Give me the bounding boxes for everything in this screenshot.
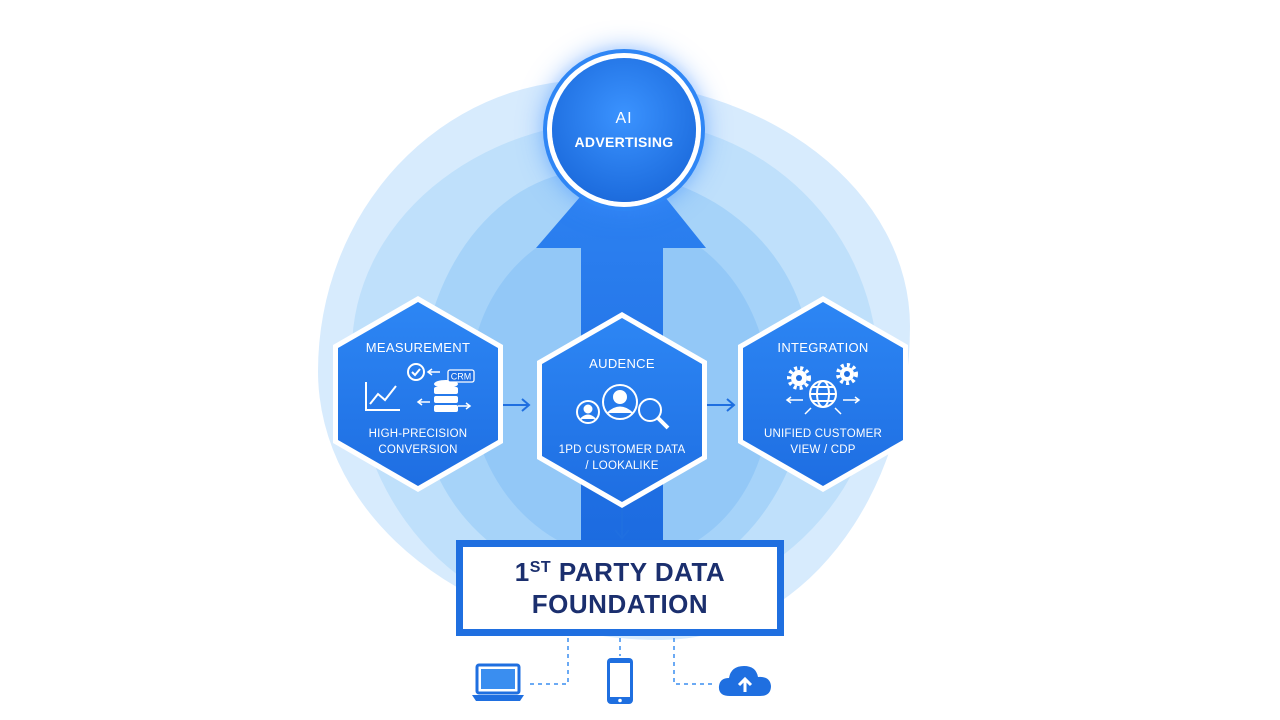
smartphone-icon xyxy=(607,658,633,704)
audience-description: 1PD CUSTOMER DATA / LOOKALIKE xyxy=(552,442,692,474)
foundation-title-line1: 1ST PARTY DATA xyxy=(515,556,725,588)
globe-icon xyxy=(809,380,837,408)
integration-title: INTEGRATION xyxy=(777,340,869,355)
users-search-icon xyxy=(576,384,670,430)
measurement-desc-line1: HIGH-PRECISION xyxy=(368,428,468,440)
foundation-box: 1ST PARTY DATA FOUNDATION xyxy=(456,540,784,636)
database-icon xyxy=(434,380,458,412)
measurement-icons: CRM xyxy=(365,363,475,412)
crm-label: CRM xyxy=(451,372,472,382)
audience-desc-line1: 1PD CUSTOMER DATA xyxy=(558,444,686,456)
cloud-upload-icon xyxy=(718,666,771,696)
crm-badge xyxy=(447,369,475,383)
integration-desc-line1: UNIFIED CUSTOMER xyxy=(764,428,882,440)
foundation-party-data: PARTY DATA xyxy=(551,557,726,587)
line-chart-icon xyxy=(365,382,400,411)
integration-description: UNIFIED CUSTOMER VIEW / CDP xyxy=(753,426,893,458)
integration-icons xyxy=(785,363,861,415)
integration-desc-line2: VIEW / CDP xyxy=(790,444,856,456)
advertising-label: ADVERTISING xyxy=(574,134,674,150)
laptop-icon xyxy=(472,663,524,701)
ai-advertising-circle: AI ADVERTISING xyxy=(552,58,696,202)
foundation-number: 1 xyxy=(514,557,530,587)
check-circle-icon xyxy=(407,363,425,381)
audience-title: AUDENCE xyxy=(589,356,655,371)
ai-label: AI xyxy=(615,110,633,127)
measurement-description: HIGH-PRECISION CONVERSION xyxy=(348,426,488,458)
audience-desc-line2: / LOOKALIKE xyxy=(585,460,659,472)
measurement-title: MEASUREMENT xyxy=(365,340,471,355)
measurement-desc-line2: CONVERSION xyxy=(378,444,458,456)
foundation-title-line2: FOUNDATION xyxy=(531,589,709,619)
foundation-ordinal: ST xyxy=(529,559,552,576)
